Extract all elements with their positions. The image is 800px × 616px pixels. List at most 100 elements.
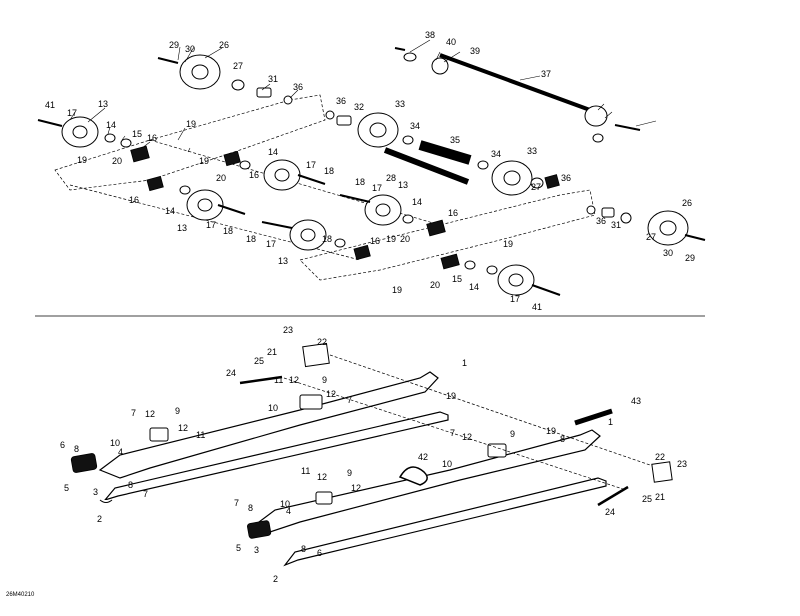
- callout-26: 26: [219, 40, 229, 50]
- callout-18: 18: [324, 166, 334, 176]
- callout-19: 19: [186, 119, 196, 129]
- diagram-code: 26M40210: [6, 592, 35, 598]
- callout-8: 8: [74, 444, 79, 454]
- callout-5: 5: [64, 483, 69, 493]
- callout-17: 17: [306, 160, 316, 170]
- callout-24: 24: [605, 507, 615, 517]
- callout-3: 3: [254, 545, 259, 555]
- callout-7: 7: [347, 395, 352, 405]
- callout-12: 12: [462, 432, 472, 442]
- callout-19: 19: [503, 239, 513, 249]
- callout-33: 33: [395, 99, 405, 109]
- callout-36: 36: [596, 216, 606, 226]
- callout-39: 39: [470, 46, 480, 56]
- callout-11: 11: [274, 375, 283, 385]
- wheel-39-top: [431, 57, 449, 75]
- callout-16: 16: [147, 133, 157, 143]
- callout-12: 12: [289, 375, 299, 385]
- callout-8: 8: [301, 544, 306, 554]
- callout-19: 19: [446, 391, 456, 401]
- callout-31: 31: [268, 74, 278, 84]
- callout-25: 25: [642, 494, 652, 504]
- callout-8: 8: [128, 480, 133, 490]
- callout-13: 13: [177, 223, 187, 233]
- callout-21: 21: [267, 347, 277, 357]
- callout-25: 25: [254, 356, 264, 366]
- callout-16: 16: [448, 208, 458, 218]
- callout-12: 12: [178, 423, 188, 433]
- callout-4: 4: [286, 506, 291, 516]
- callout-23: 23: [677, 459, 687, 469]
- wheel-17-center: [289, 219, 327, 251]
- callout-17: 17: [372, 183, 382, 193]
- callout-26: 26: [682, 198, 692, 208]
- callout-13: 13: [278, 256, 288, 266]
- callout-14: 14: [165, 206, 175, 216]
- callout-13: 13: [398, 180, 408, 190]
- callout-8: 8: [560, 434, 565, 444]
- callout-14: 14: [469, 282, 479, 292]
- callout-15: 15: [452, 274, 462, 284]
- callout-43: 43: [631, 396, 641, 406]
- callout-2: 2: [97, 514, 102, 524]
- wheel-26-top: [179, 54, 221, 90]
- callout-27: 27: [233, 61, 243, 71]
- callout-31: 31: [611, 220, 621, 230]
- lower-callouts: 23 22 1 21 25 24 11 12 9 12 19 10 7 7 12…: [60, 325, 687, 584]
- callout-17: 17: [266, 239, 276, 249]
- callout-40: 40: [446, 37, 456, 47]
- callout-17: 17: [510, 294, 520, 304]
- callout-16: 16: [249, 170, 259, 180]
- callout-8: 8: [248, 503, 253, 513]
- callout-29: 29: [685, 253, 695, 263]
- callout-18: 18: [322, 234, 332, 244]
- callout-2: 2: [273, 574, 278, 584]
- callout-18: 18: [223, 226, 233, 236]
- callout-12: 12: [326, 389, 336, 399]
- callout-22: 22: [317, 337, 327, 347]
- callout-19: 19: [392, 285, 402, 295]
- callout-6: 6: [317, 548, 322, 558]
- callout-1: 1: [608, 417, 613, 427]
- callout-10: 10: [442, 459, 452, 469]
- callout-19: 19: [386, 234, 396, 244]
- callout-10: 10: [110, 438, 120, 448]
- callout-34: 34: [491, 149, 501, 159]
- callout-21: 21: [655, 492, 665, 502]
- callout-1: 1: [462, 358, 467, 368]
- callout-16: 16: [129, 195, 139, 205]
- callout-36: 36: [293, 82, 303, 92]
- callout-30: 30: [663, 248, 673, 258]
- callout-19: 19: [546, 426, 556, 436]
- callout-28: 28: [386, 173, 396, 183]
- callout-12: 12: [145, 409, 155, 419]
- wheel-13-lower-left: [186, 189, 224, 221]
- callout-20: 20: [216, 173, 226, 183]
- wheel-13-top-left: [61, 116, 99, 148]
- callout-32: 32: [354, 102, 364, 112]
- callout-34: 34: [410, 121, 420, 131]
- callout-29: 29: [169, 40, 179, 50]
- callout-15: 15: [132, 129, 142, 139]
- wheel-17-mid: [263, 159, 301, 191]
- callout-3: 3: [93, 487, 98, 497]
- callout-27: 27: [646, 232, 656, 242]
- callout-20: 20: [430, 280, 440, 290]
- callout-10: 10: [268, 403, 278, 413]
- callout-9: 9: [175, 406, 180, 416]
- callout-20: 20: [112, 156, 122, 166]
- callout-7: 7: [450, 428, 455, 438]
- callout-7: 7: [234, 498, 239, 508]
- callout-7: 7: [143, 489, 148, 499]
- callout-9: 9: [322, 375, 327, 385]
- callout-9: 9: [510, 429, 515, 439]
- callout-17: 17: [206, 220, 216, 230]
- callout-18: 18: [246, 234, 256, 244]
- callout-18: 18: [355, 177, 365, 187]
- wheel-33-mid: [491, 160, 533, 196]
- callout-20: 20: [400, 234, 410, 244]
- callout-19: 19: [199, 156, 209, 166]
- callout-13: 13: [98, 99, 108, 109]
- upper-assembly: [37, 39, 706, 296]
- callout-36: 36: [336, 96, 346, 106]
